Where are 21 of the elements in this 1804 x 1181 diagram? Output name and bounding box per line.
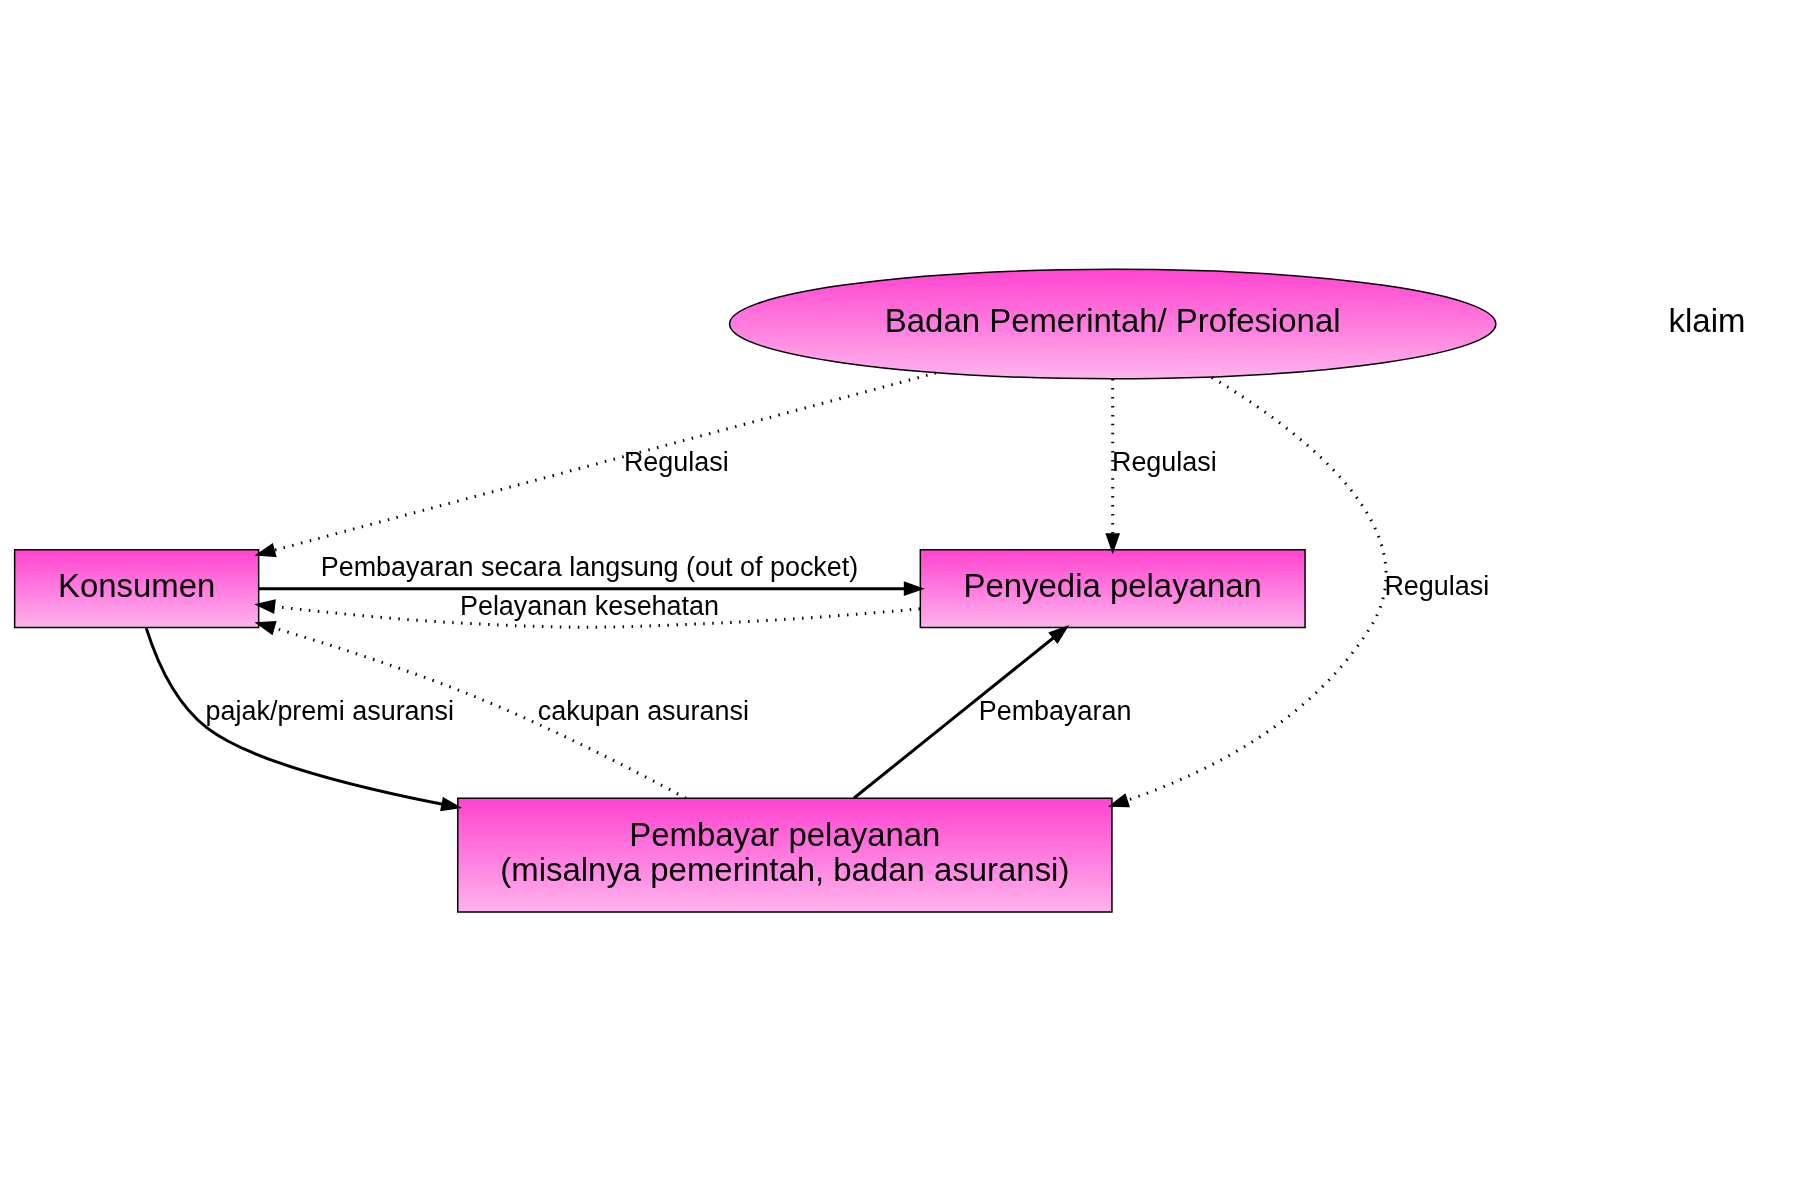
arrow <box>144 627 463 812</box>
node-box: Pembayar pelayanan (misalnya pemerintah, badan asuransi) <box>457 797 1113 913</box>
edge-label: Pelayanan kesehatan <box>459 590 720 621</box>
edge-label: cakupan asuransi <box>537 695 749 726</box>
arrow <box>1105 379 1121 555</box>
node-ellipse: Badan Pemerintah/ Profesional <box>728 268 1497 380</box>
arrow <box>853 625 1070 800</box>
edge-label: Pembayaran secara langsung (out of pocket) <box>320 551 859 582</box>
arrow <box>258 581 925 596</box>
node-box: Penyedia pelayanan <box>919 549 1306 629</box>
arrow <box>254 621 687 800</box>
label: klaim <box>1668 302 1746 340</box>
edge-label: Regulasi <box>1111 446 1217 477</box>
edge-label: Regulasi <box>1384 571 1490 602</box>
node-box: Konsumen <box>13 549 260 629</box>
arrow <box>1107 376 1388 808</box>
edge-label: pajak/premi asuransi <box>205 695 455 726</box>
edge-label: Regulasi <box>623 446 729 477</box>
arrow <box>254 371 937 558</box>
arrow <box>254 599 921 629</box>
edge-label: Pembayaran <box>978 695 1132 726</box>
